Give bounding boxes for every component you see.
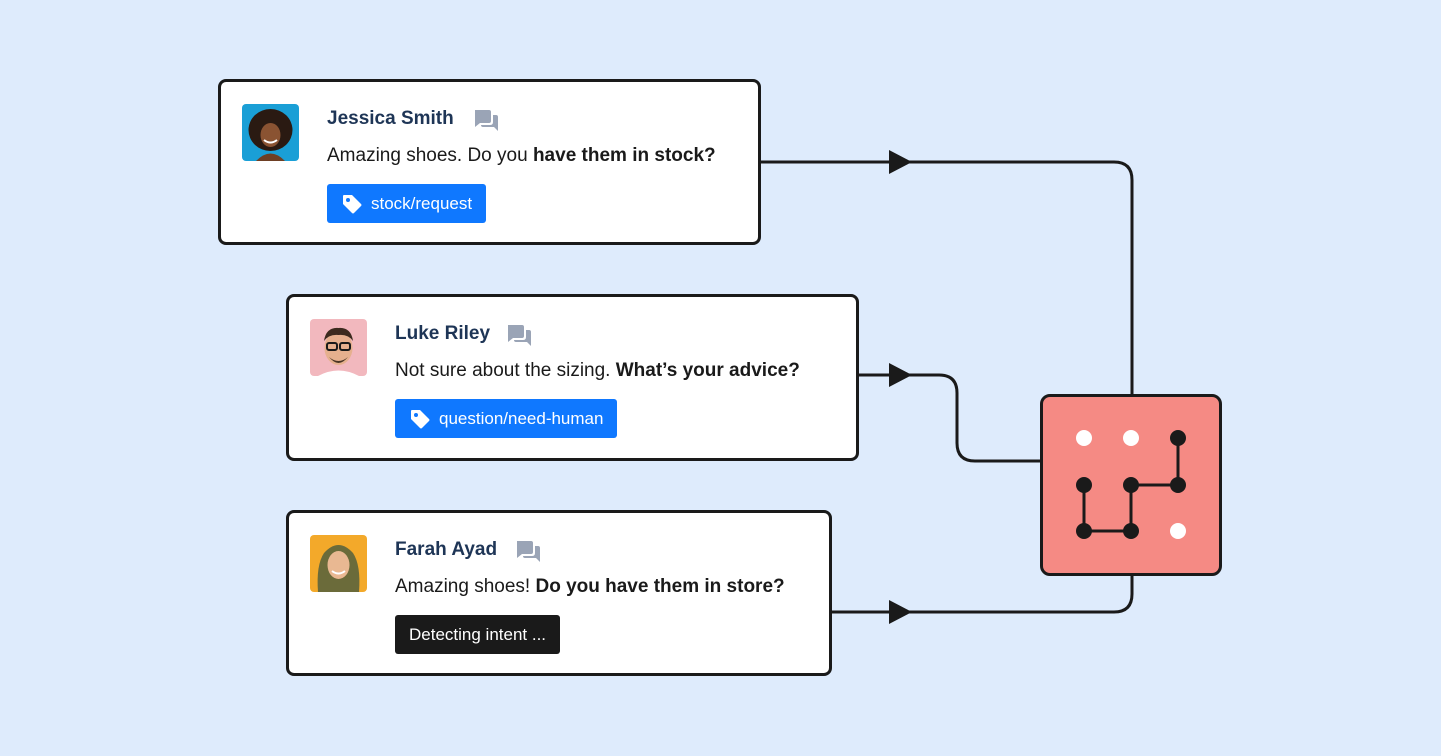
- tag-icon: [343, 194, 362, 213]
- sender-name: Jessica Smith: [327, 108, 454, 129]
- arrowhead-luke: [889, 363, 912, 387]
- tag-icon: [411, 409, 430, 428]
- intent-tag[interactable]: stock/request: [327, 184, 487, 223]
- message-text-bold: What’s your advice?: [615, 360, 800, 381]
- message-text-plain: Not sure about the sizing.: [395, 360, 616, 381]
- message-text-plain: Amazing shoes!: [395, 576, 536, 597]
- chat-bubbles-icon: [508, 325, 531, 346]
- message-text: Not sure about the sizing. What’s your a…: [395, 360, 800, 382]
- sender-name: Farah Ayad: [395, 539, 498, 560]
- connector-jessica: [760, 160, 1134, 395]
- avatar: [310, 535, 367, 592]
- connector-luke: [858, 373, 1041, 463]
- detecting-intent-badge: Detecting intent ...: [395, 615, 561, 654]
- avatar: [242, 104, 299, 161]
- connector-farah: [831, 575, 1134, 614]
- message-text-plain: Amazing shoes. Do you: [327, 145, 533, 166]
- message-text-bold: Do you have them in store?: [535, 576, 785, 597]
- chat-bubbles-icon: [517, 541, 540, 562]
- intent-router-icon: [1076, 430, 1186, 539]
- message-text: Amazing shoes. Do you have them in stock…: [327, 145, 716, 167]
- message-card-farah: Farah Ayad Amazing shoes! Do you have th…: [286, 510, 832, 676]
- arrowhead-jessica: [889, 150, 912, 174]
- intent-tag-label: stock/request: [371, 193, 473, 213]
- sender-name: Luke Riley: [395, 323, 491, 344]
- intent-tag[interactable]: question/need-human: [395, 399, 618, 438]
- message-text-bold: have them in stock?: [532, 145, 716, 166]
- arrowhead-farah: [889, 600, 912, 624]
- intent-tag-label: Detecting intent ...: [409, 624, 547, 644]
- message-card-luke: Luke Riley Not sure about the sizing. Wh…: [286, 294, 859, 461]
- intent-router-block: [1040, 394, 1222, 576]
- message-card-jessica: Jessica Smith Amazing shoes. Do you have…: [218, 79, 761, 245]
- chat-bubbles-icon: [475, 110, 498, 131]
- message-text: Amazing shoes! Do you have them in store…: [395, 576, 785, 598]
- avatar: [310, 319, 367, 376]
- intent-tag-label: question/need-human: [439, 408, 604, 428]
